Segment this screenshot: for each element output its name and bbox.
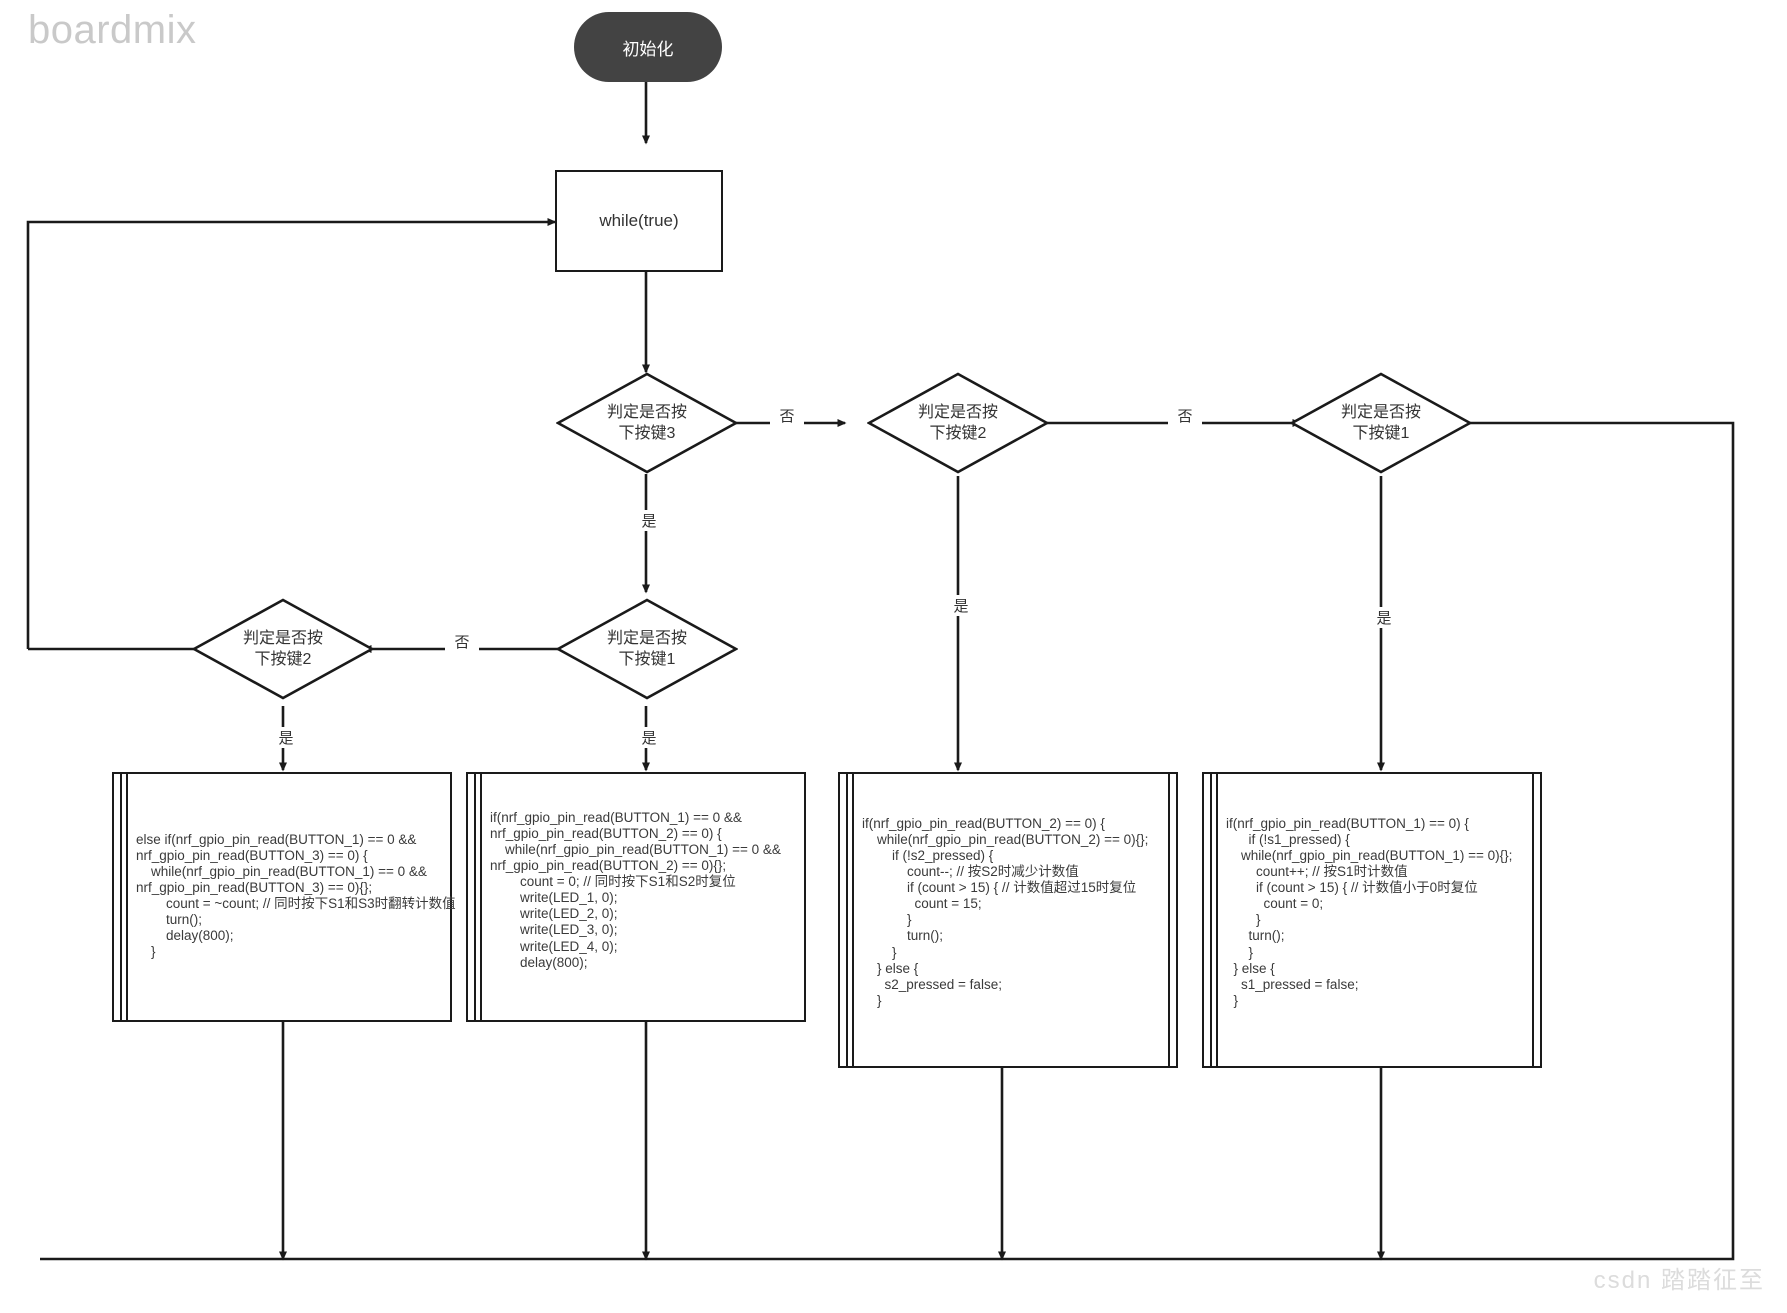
code-block-left-rail-2 (852, 774, 854, 1066)
edge-label-key2top-yes: 是 (944, 595, 978, 616)
decision-key2-bottom[interactable]: 判定是否按 下按键2 (192, 598, 374, 700)
node-while-loop-label: while(true) (599, 211, 679, 230)
edge-label-key1bottom-yes: 是 (632, 727, 666, 748)
decision-key2-bottom-line1: 判定是否按 (242, 629, 323, 647)
decision-key2-bottom-line2: 下按键2 (254, 651, 312, 668)
decision-key2-top-line2: 下按键2 (929, 425, 987, 442)
decision-key1-bottom-label: 判定是否按 下按键1 (607, 628, 687, 670)
diamond-shape (1290, 372, 1472, 474)
watermark: csdn 踏踏征至 (1593, 1267, 1765, 1294)
edge-label-key2top-no: 否 (1168, 405, 1202, 426)
code-block-left-rail-2 (480, 774, 482, 1020)
decision-key2-top-line1: 判定是否按 (917, 403, 998, 421)
decision-key3-label: 判定是否按 下按键3 (607, 402, 687, 444)
code-block-s1s2[interactable]: if(nrf_gpio_pin_read(BUTTON_1) == 0 && n… (466, 772, 806, 1022)
diamond-shape (556, 372, 738, 474)
edge-label-key3-no: 否 (770, 405, 804, 426)
decision-key1-top[interactable]: 判定是否按 下按键1 (1290, 372, 1472, 474)
code-block-s1s3-text: else if(nrf_gpio_pin_read(BUTTON_1) == 0… (136, 832, 456, 960)
node-start-label: 初始化 (622, 39, 674, 59)
edge-label-key1bottom-no: 否 (445, 631, 479, 652)
decision-key3-line1: 判定是否按 (606, 403, 687, 421)
decision-key1-bottom-line2: 下按键1 (618, 651, 676, 668)
code-block-s2-text: if(nrf_gpio_pin_read(BUTTON_2) == 0) { w… (862, 816, 1149, 1008)
decision-key1-top-line1: 判定是否按 (1340, 403, 1421, 421)
decision-key2-top-label: 判定是否按 下按键2 (918, 402, 998, 444)
edge-label-key1top-yes: 是 (1367, 607, 1401, 628)
code-block-left-rail-1 (120, 774, 122, 1020)
code-block-s1s3[interactable]: else if(nrf_gpio_pin_read(BUTTON_1) == 0… (112, 772, 456, 1022)
edge-label-key2bottom-yes: 是 (269, 727, 303, 748)
code-block-s1s2-text: if(nrf_gpio_pin_read(BUTTON_1) == 0 && n… (490, 810, 781, 970)
code-block-left-rail-1 (846, 774, 848, 1066)
decision-key1-bottom-line1: 判定是否按 (606, 629, 687, 647)
decision-key2-bottom-label: 判定是否按 下按键2 (243, 628, 323, 670)
decision-key1-top-label: 判定是否按 下按键1 (1341, 402, 1421, 444)
node-start[interactable]: 初始化 (574, 12, 722, 82)
node-while-loop[interactable]: while(true) (555, 170, 723, 272)
code-block-s1-text: if(nrf_gpio_pin_read(BUTTON_1) == 0) { i… (1226, 816, 1513, 1008)
code-block-left-rail-2 (126, 774, 128, 1020)
code-block-s2[interactable]: if(nrf_gpio_pin_read(BUTTON_2) == 0) { w… (838, 772, 1178, 1068)
decision-key1-bottom[interactable]: 判定是否按 下按键1 (556, 598, 738, 700)
code-block-left-rail-2 (1216, 774, 1218, 1066)
code-block-left-rail-1 (1210, 774, 1212, 1066)
code-block-s1[interactable]: if(nrf_gpio_pin_read(BUTTON_1) == 0) { i… (1202, 772, 1542, 1068)
diamond-shape (192, 598, 374, 700)
diamond-shape (556, 598, 738, 700)
decision-key3[interactable]: 判定是否按 下按键3 (556, 372, 738, 474)
code-block-right-rail (1168, 774, 1170, 1066)
diamond-shape (867, 372, 1049, 474)
edge-label-key3-yes: 是 (632, 510, 666, 531)
code-block-right-rail (1532, 774, 1534, 1066)
code-block-left-rail-1 (474, 774, 476, 1020)
decision-key3-line2: 下按键3 (618, 425, 676, 442)
decision-key2-top[interactable]: 判定是否按 下按键2 (867, 372, 1049, 474)
boardmix-logo: boardmix (28, 8, 197, 52)
decision-key1-top-line2: 下按键1 (1352, 425, 1410, 442)
